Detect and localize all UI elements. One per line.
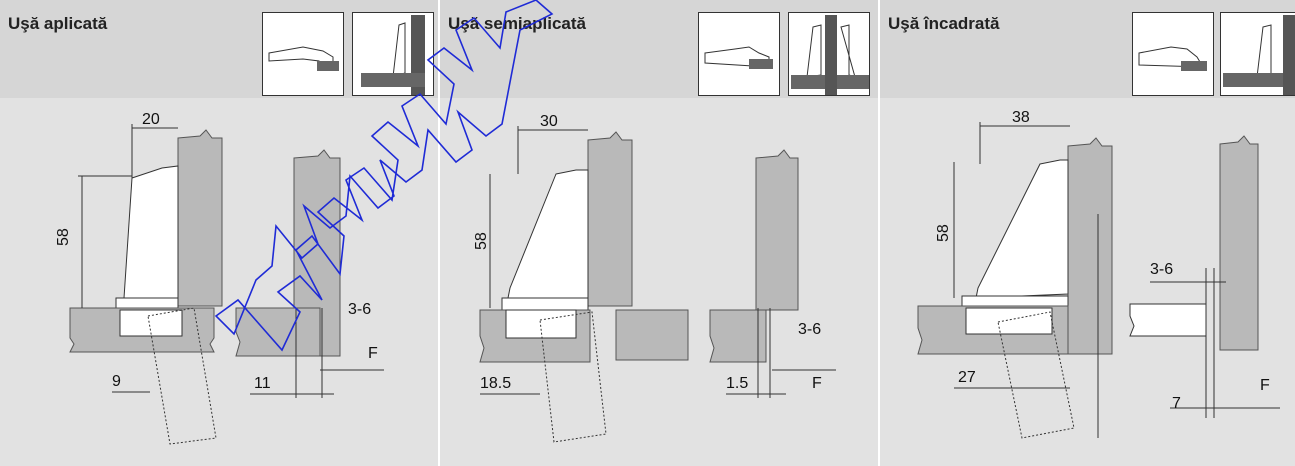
hinge-side-view-thumbnail: [352, 12, 434, 96]
header-panel-2: Uşă semiaplicată: [440, 0, 878, 98]
dim-height: 58: [473, 232, 490, 250]
dim-width-top: 38: [1012, 109, 1030, 126]
diagram-panel-1: 20 58 9 3-6 11 F: [0, 98, 438, 466]
header-panel-3: Uşă încadrată: [880, 0, 1295, 98]
panel-title: Uşă semiaplicată: [448, 14, 586, 33]
hinge-side-view-thumbnail: [1220, 12, 1295, 96]
dim-gap: 3-6: [348, 301, 371, 318]
dim-offset-bottom: 9: [112, 373, 121, 390]
header-panel-1: Uşă aplicată: [0, 0, 438, 98]
dim-f: F: [812, 375, 822, 392]
hinge-side-view-thumbnail: [788, 12, 870, 96]
dim-height: 58: [55, 228, 72, 246]
dim-gap: 3-6: [1150, 261, 1173, 278]
dim-f: F: [1260, 377, 1270, 394]
dim-width-top: 20: [142, 111, 160, 128]
dim-f: F: [368, 345, 378, 362]
dim-overlay: 7: [1172, 395, 1181, 412]
dim-offset-bottom: 27: [958, 369, 976, 386]
hinge-top-view-thumbnail: [1132, 12, 1214, 96]
dim-height: 58: [935, 224, 952, 242]
hinge-diagram-half-applied: 30 58 18.5 3-6 1.5 F: [473, 113, 836, 443]
hinge-diagram-inset: 38 58 27 3-6 7 F: [917, 109, 1280, 439]
hinge-top-view-thumbnail: [262, 12, 344, 96]
diagram-panel-2: 30 58 18.5 3-6 1.5 F: [440, 98, 878, 466]
panel-title: Uşă încadrată: [888, 14, 1000, 33]
panel-title: Uşă aplicată: [8, 14, 108, 33]
dim-gap: 3-6: [798, 321, 821, 338]
dim-offset-bottom: 18.5: [480, 375, 511, 392]
dim-overlay: 1.5: [726, 375, 748, 392]
diagram-panel-3: 38 58 27 3-6 7 F: [880, 98, 1295, 466]
hinge-diagram-applied: 20 58 9 3-6 11 F: [55, 111, 384, 445]
dim-width-top: 30: [540, 113, 558, 130]
hinge-top-view-thumbnail: [698, 12, 780, 96]
dim-overlay: 11: [254, 375, 271, 392]
